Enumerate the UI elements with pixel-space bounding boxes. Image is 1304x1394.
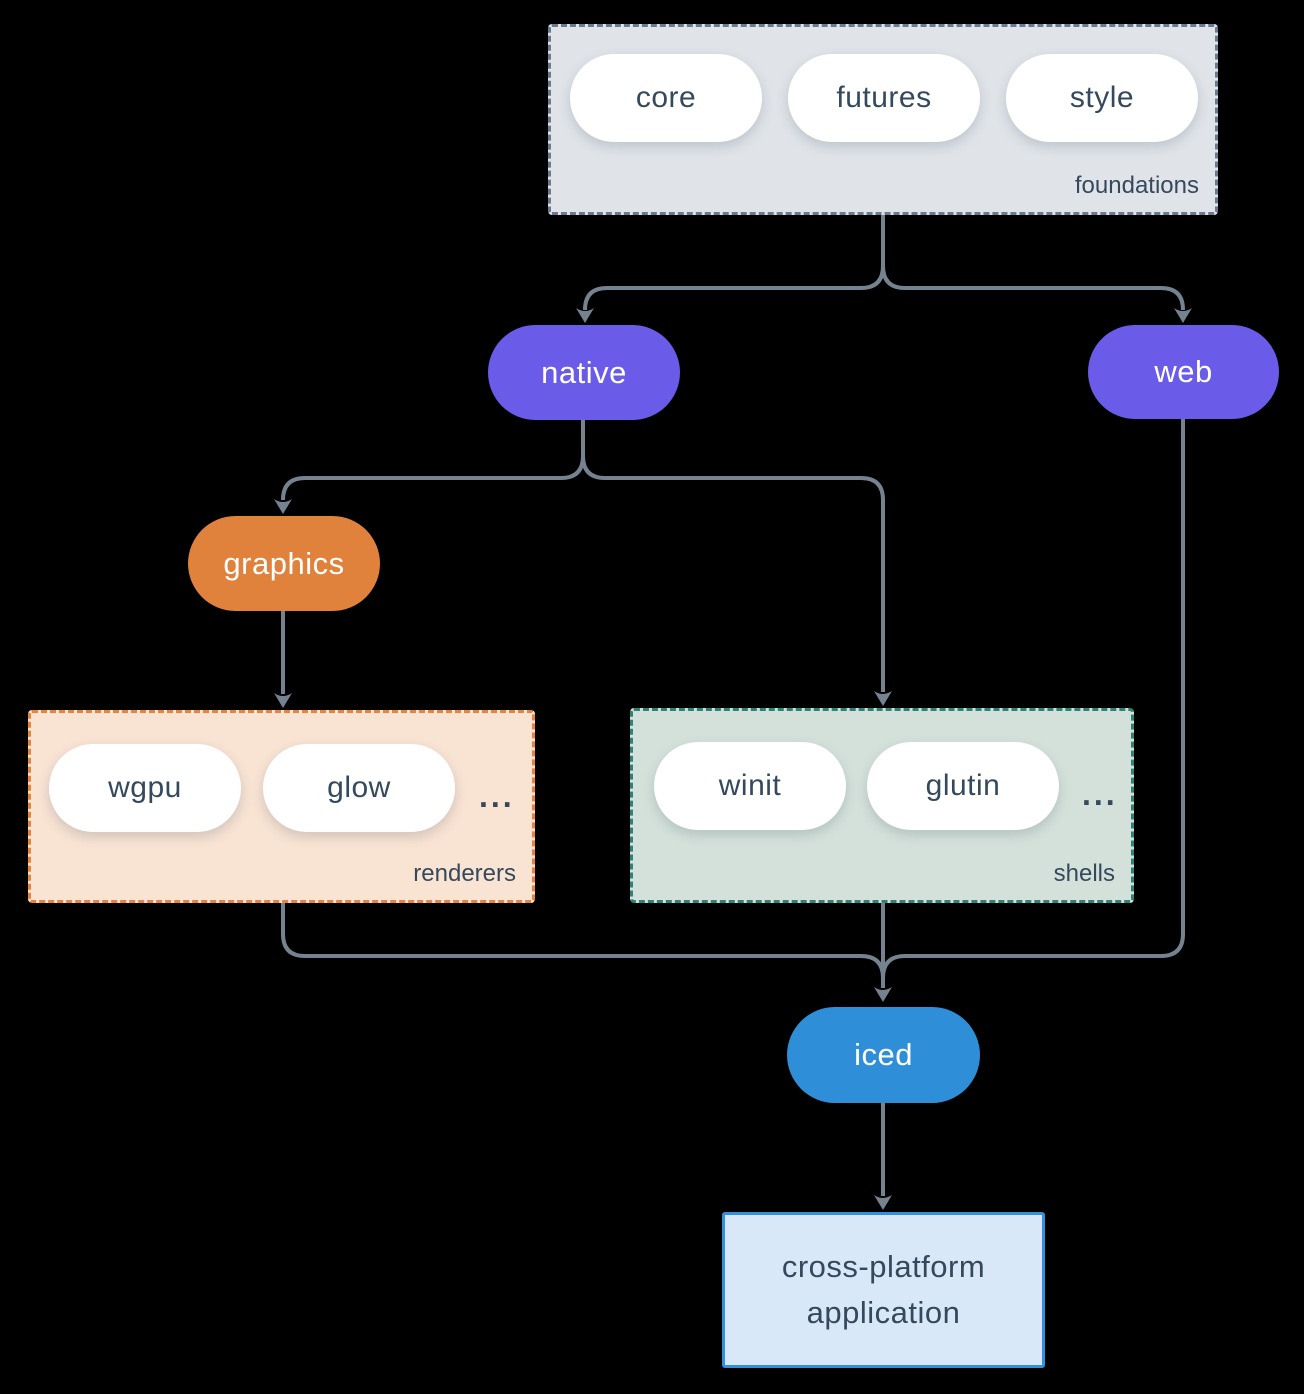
shells-ellipsis: ... — [1082, 775, 1118, 812]
node-graphics: graphics — [188, 516, 380, 611]
node-application: cross-platform application — [722, 1212, 1045, 1368]
edge-foundations-native — [583, 215, 885, 311]
foundations-pill-row: core futures style — [570, 54, 1215, 142]
node-style: style — [1006, 54, 1198, 142]
arrowhead — [874, 691, 892, 706]
edge-native-graphics — [281, 420, 585, 501]
node-wgpu: wgpu — [49, 744, 241, 832]
node-winit: winit — [654, 742, 846, 830]
arrowhead — [1174, 308, 1192, 323]
group-shells-label: shells — [1053, 860, 1115, 887]
application-label-line2: application — [806, 1295, 961, 1330]
node-web: web — [1088, 325, 1279, 419]
arrowhead — [274, 499, 292, 514]
edge-web-iced — [881, 419, 1185, 979]
edge-foundations-web — [881, 265, 1185, 311]
node-core: core — [570, 54, 762, 142]
renderers-ellipsis: ... — [479, 777, 515, 814]
node-glutin: glutin — [867, 742, 1059, 830]
shells-pill-row: winit glutin ... — [654, 742, 1131, 830]
arrowhead — [576, 308, 594, 323]
group-renderers: wgpu glow ... renderers — [28, 710, 535, 903]
group-shells: winit glutin ... shells — [630, 708, 1134, 903]
renderers-pill-row: wgpu glow ... — [49, 744, 532, 832]
arrowhead — [874, 987, 892, 1002]
node-iced: iced — [787, 1007, 980, 1103]
application-label-line1: cross-platform — [781, 1249, 986, 1284]
group-foundations: core futures style foundations — [548, 24, 1218, 215]
arrowhead — [874, 1195, 892, 1210]
edge-native-shells — [581, 455, 885, 692]
arrowhead — [274, 693, 292, 708]
node-glow: glow — [263, 744, 455, 832]
group-renderers-label: renderers — [413, 860, 516, 887]
edge-renderers-iced — [281, 903, 885, 979]
node-native: native — [488, 325, 680, 420]
node-futures: futures — [788, 54, 980, 142]
group-foundations-label: foundations — [1074, 172, 1199, 199]
